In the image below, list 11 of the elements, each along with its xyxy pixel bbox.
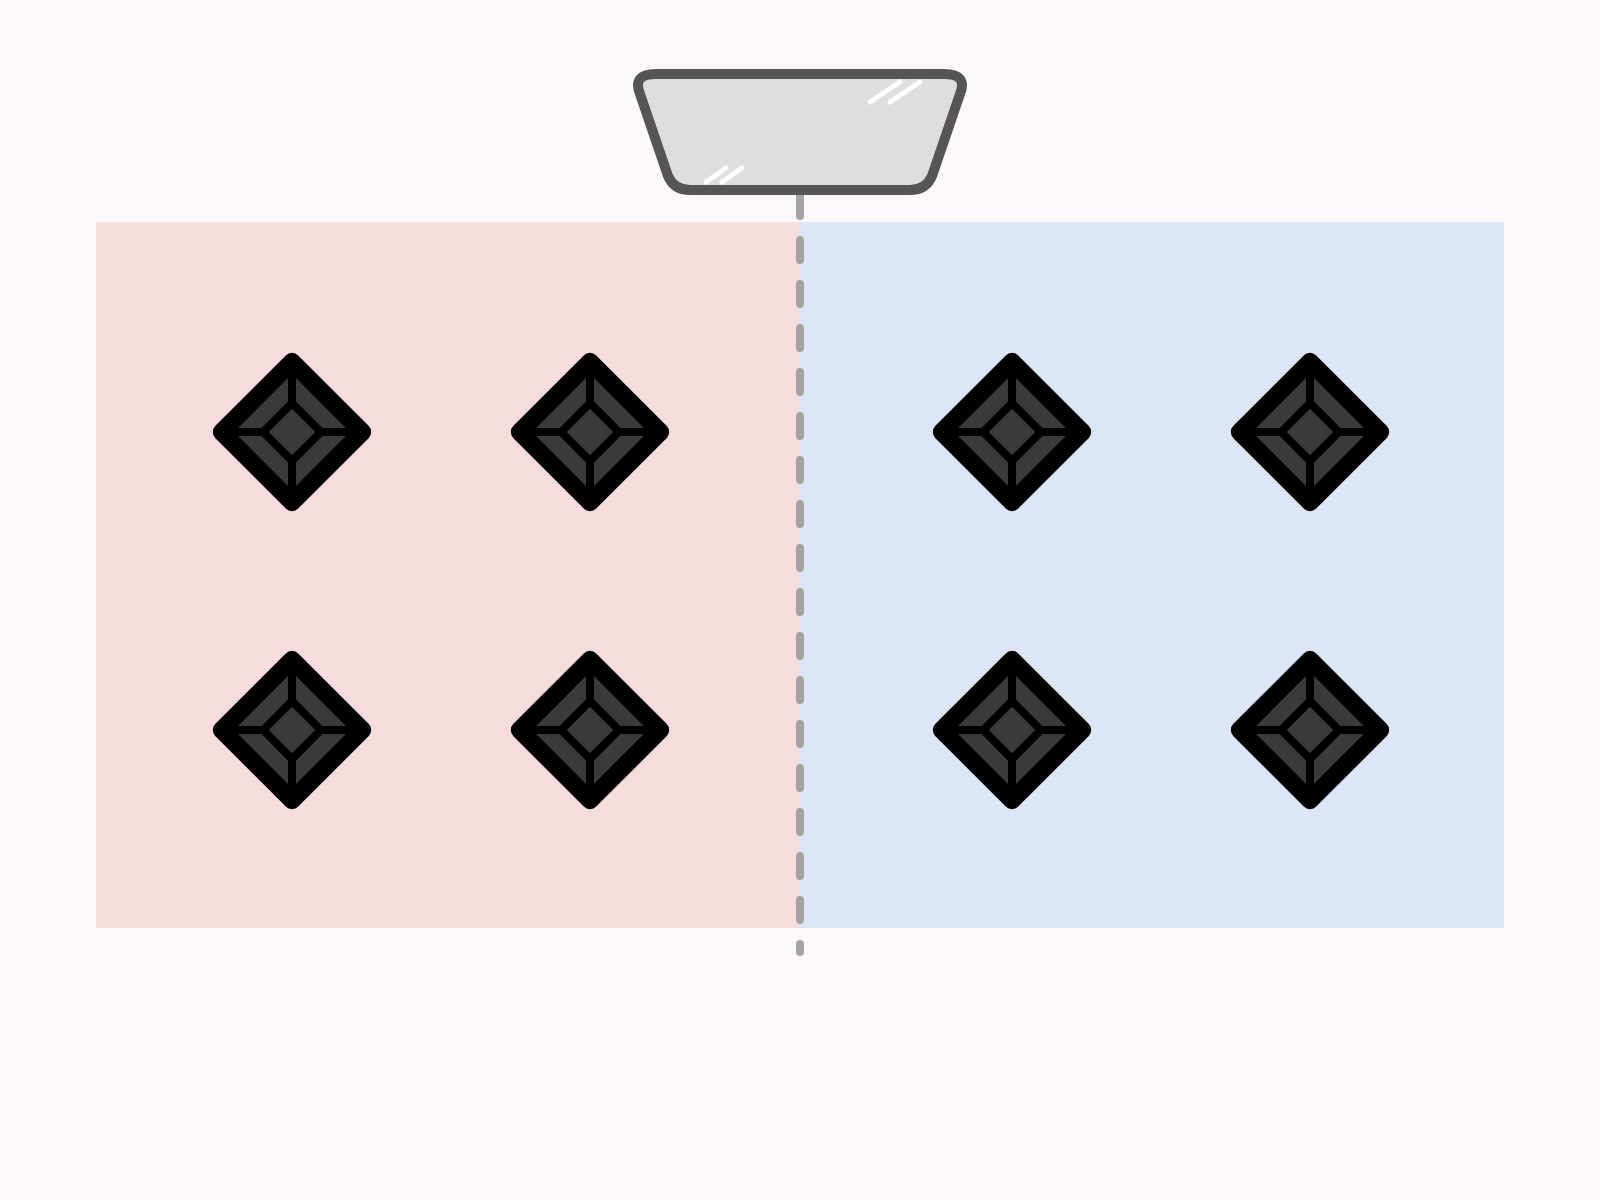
- image-region: [800, 222, 1504, 928]
- mirror-drawing: [630, 68, 970, 196]
- gem-icon: [212, 650, 372, 810]
- gem-icon: [510, 352, 670, 512]
- gem-icon: [1230, 650, 1390, 810]
- gem-icon: [932, 650, 1092, 810]
- gem-icon: [212, 352, 372, 512]
- gem-icon: [1230, 352, 1390, 512]
- gem-icon: [932, 352, 1092, 512]
- gem-icon: [510, 650, 670, 810]
- object-region: [96, 222, 800, 928]
